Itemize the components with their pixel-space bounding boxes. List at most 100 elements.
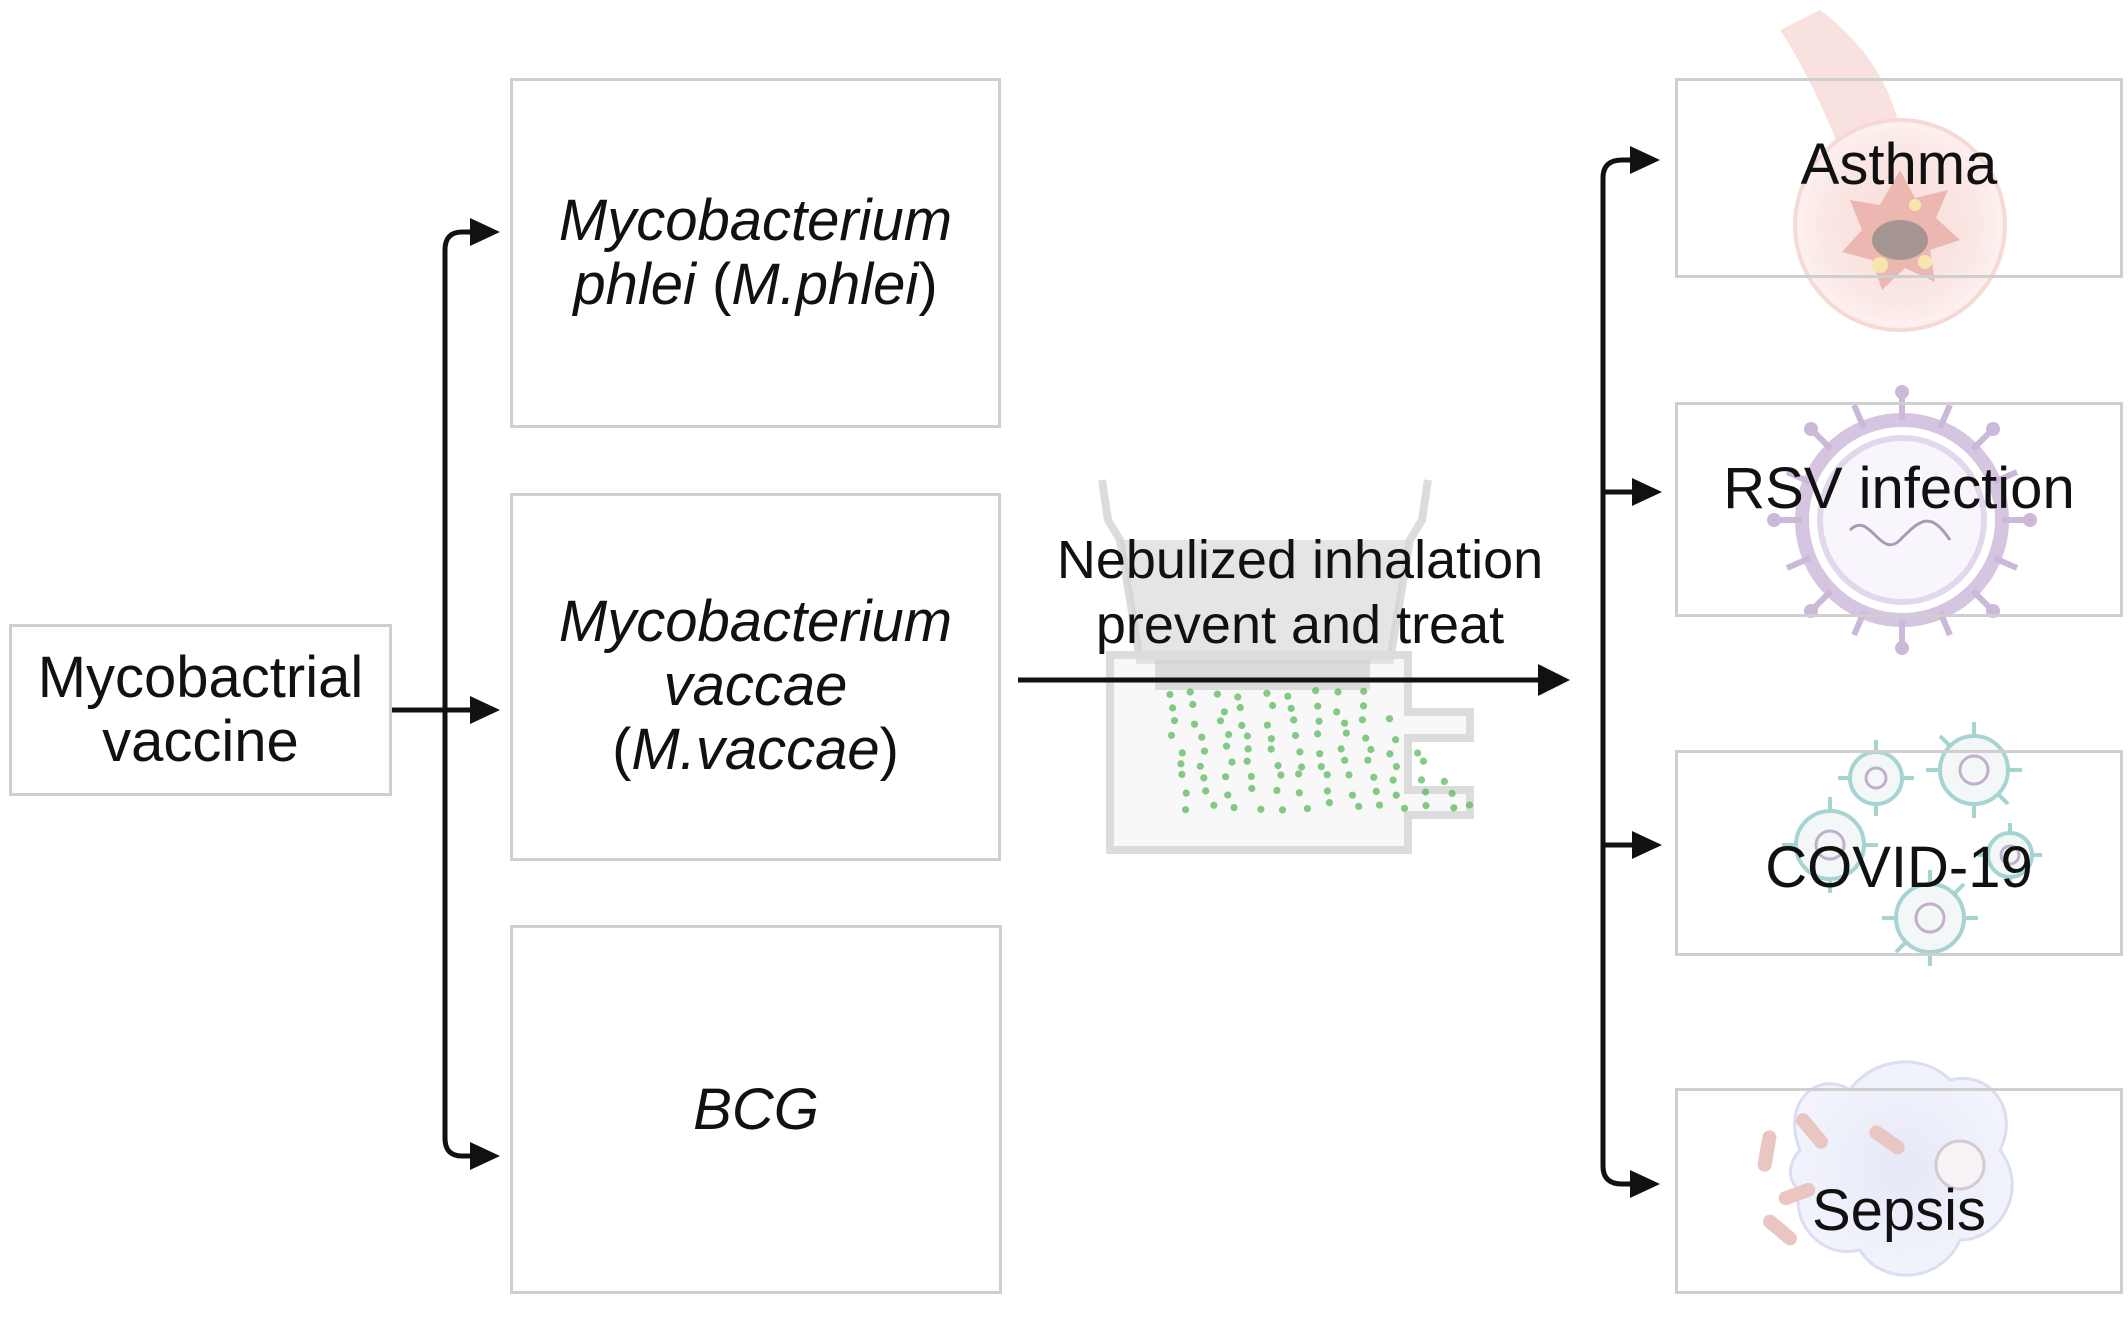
- droplet: [1230, 804, 1238, 812]
- droplet: [1263, 689, 1271, 697]
- droplet: [1190, 720, 1199, 728]
- vaccine-label-vaccae: Mycobacterium vaccae (M.vaccae): [513, 590, 998, 781]
- droplet: [1236, 704, 1244, 712]
- droplet: [1228, 758, 1236, 766]
- droplet: [1278, 806, 1287, 814]
- left-arrowheads: [470, 218, 500, 1170]
- vaccine-box-vaccae: Mycobacterium vaccae (M.vaccae): [510, 493, 1001, 861]
- droplet: [1359, 702, 1368, 710]
- phlei-close-paren: ): [918, 252, 938, 317]
- droplet: [1296, 748, 1304, 756]
- droplet: [1273, 786, 1281, 795]
- droplet: [1337, 745, 1345, 753]
- droplet: [1450, 804, 1458, 812]
- droplet: [1465, 801, 1474, 809]
- phlei-open-paren: (: [695, 252, 732, 317]
- droplet: [1222, 773, 1230, 781]
- droplet: [1400, 804, 1409, 812]
- vaccine-label-bcg: BCG: [693, 1076, 819, 1142]
- droplet: [1392, 736, 1400, 744]
- droplet: [1178, 770, 1186, 779]
- droplet: [1392, 763, 1400, 771]
- droplet: [1182, 789, 1190, 797]
- source-label-line1: Mycobactrial: [37, 645, 364, 711]
- droplet: [1341, 719, 1349, 727]
- droplet: [1375, 801, 1384, 809]
- droplet: [1414, 749, 1422, 757]
- droplet: [1358, 716, 1366, 724]
- droplet: [1295, 789, 1303, 797]
- droplet: [1315, 717, 1323, 725]
- disease-label-covid: COVID-19: [1765, 835, 2033, 901]
- droplet: [1370, 773, 1378, 781]
- droplet: [1166, 690, 1174, 699]
- droplet: [1323, 771, 1331, 779]
- disease-label-rsv: RSV infection: [1723, 456, 2075, 521]
- rsv-virus-icon: [1767, 385, 2037, 655]
- droplet: [1312, 687, 1320, 695]
- vaccae-species: vaccae: [663, 652, 848, 718]
- droplet: [1220, 708, 1228, 716]
- droplet: [1200, 774, 1208, 782]
- droplet: [1269, 701, 1277, 710]
- droplet: [1244, 745, 1252, 753]
- droplet: [1303, 805, 1311, 813]
- droplet: [1323, 787, 1331, 795]
- droplet: [1267, 735, 1275, 743]
- droplet: [1291, 731, 1300, 740]
- droplet: [1417, 776, 1426, 784]
- disease-label-asthma: Asthma: [1800, 132, 1998, 197]
- left-bracket-connector: [390, 229, 475, 1159]
- droplet: [1247, 772, 1255, 781]
- droplet: [1196, 762, 1204, 770]
- droplet: [1213, 690, 1221, 698]
- droplet: [1314, 702, 1322, 710]
- vaccae-abbrev: M.vaccae: [631, 716, 880, 782]
- droplet: [1234, 693, 1242, 701]
- droplet: [1186, 688, 1194, 696]
- droplet: [1314, 730, 1322, 738]
- vaccae-open-paren: (: [612, 716, 632, 782]
- droplet: [1440, 777, 1448, 786]
- droplet: [1263, 721, 1271, 729]
- droplet: [1182, 806, 1190, 814]
- droplet: [1298, 763, 1306, 771]
- disease-label-sepsis: Sepsis: [1811, 1178, 1987, 1244]
- droplet: [1345, 771, 1353, 779]
- phlei-genus: Mycobacterium: [558, 188, 953, 254]
- droplet: [1224, 791, 1232, 799]
- droplet: [1198, 733, 1206, 741]
- droplet: [1287, 704, 1295, 713]
- source-box: Mycobactrial vaccine: [9, 624, 392, 796]
- droplet: [1325, 799, 1333, 807]
- source-label: Mycobactrial vaccine: [38, 646, 364, 774]
- droplet: [1295, 770, 1303, 778]
- droplet: [1422, 788, 1430, 796]
- droplet: [1202, 787, 1210, 795]
- vaccine-label-phlei: Mycobacterium phlei (M.phlei): [559, 189, 952, 317]
- disease-box-covid: COVID-19: [1675, 750, 2123, 956]
- right-bracket-connector: [1600, 157, 1635, 1187]
- droplet: [1448, 789, 1456, 798]
- droplet: [1316, 750, 1324, 758]
- droplet: [1200, 747, 1209, 755]
- droplet: [1274, 762, 1282, 770]
- phlei-species: phlei: [573, 252, 696, 317]
- bacteria-cell-icon: [1757, 1060, 2014, 1277]
- disease-box-sepsis: Sepsis: [1675, 1088, 2123, 1294]
- droplet: [1364, 756, 1372, 764]
- droplet: [1389, 776, 1397, 784]
- droplet: [1238, 721, 1246, 730]
- nebulizer-icon: [1098, 479, 1474, 854]
- droplet: [1342, 729, 1350, 737]
- droplet: [1177, 760, 1185, 768]
- droplet: [1243, 732, 1251, 740]
- source-label-line2: vaccine: [102, 709, 299, 774]
- vaccae-genus: Mycobacterium: [558, 589, 953, 654]
- vaccine-box-bcg: BCG: [510, 925, 1002, 1294]
- droplet: [1189, 700, 1197, 709]
- droplet: [1360, 687, 1368, 695]
- aerosol-droplets: [1166, 687, 1474, 814]
- disease-box-rsv: RSV infection: [1675, 402, 2123, 617]
